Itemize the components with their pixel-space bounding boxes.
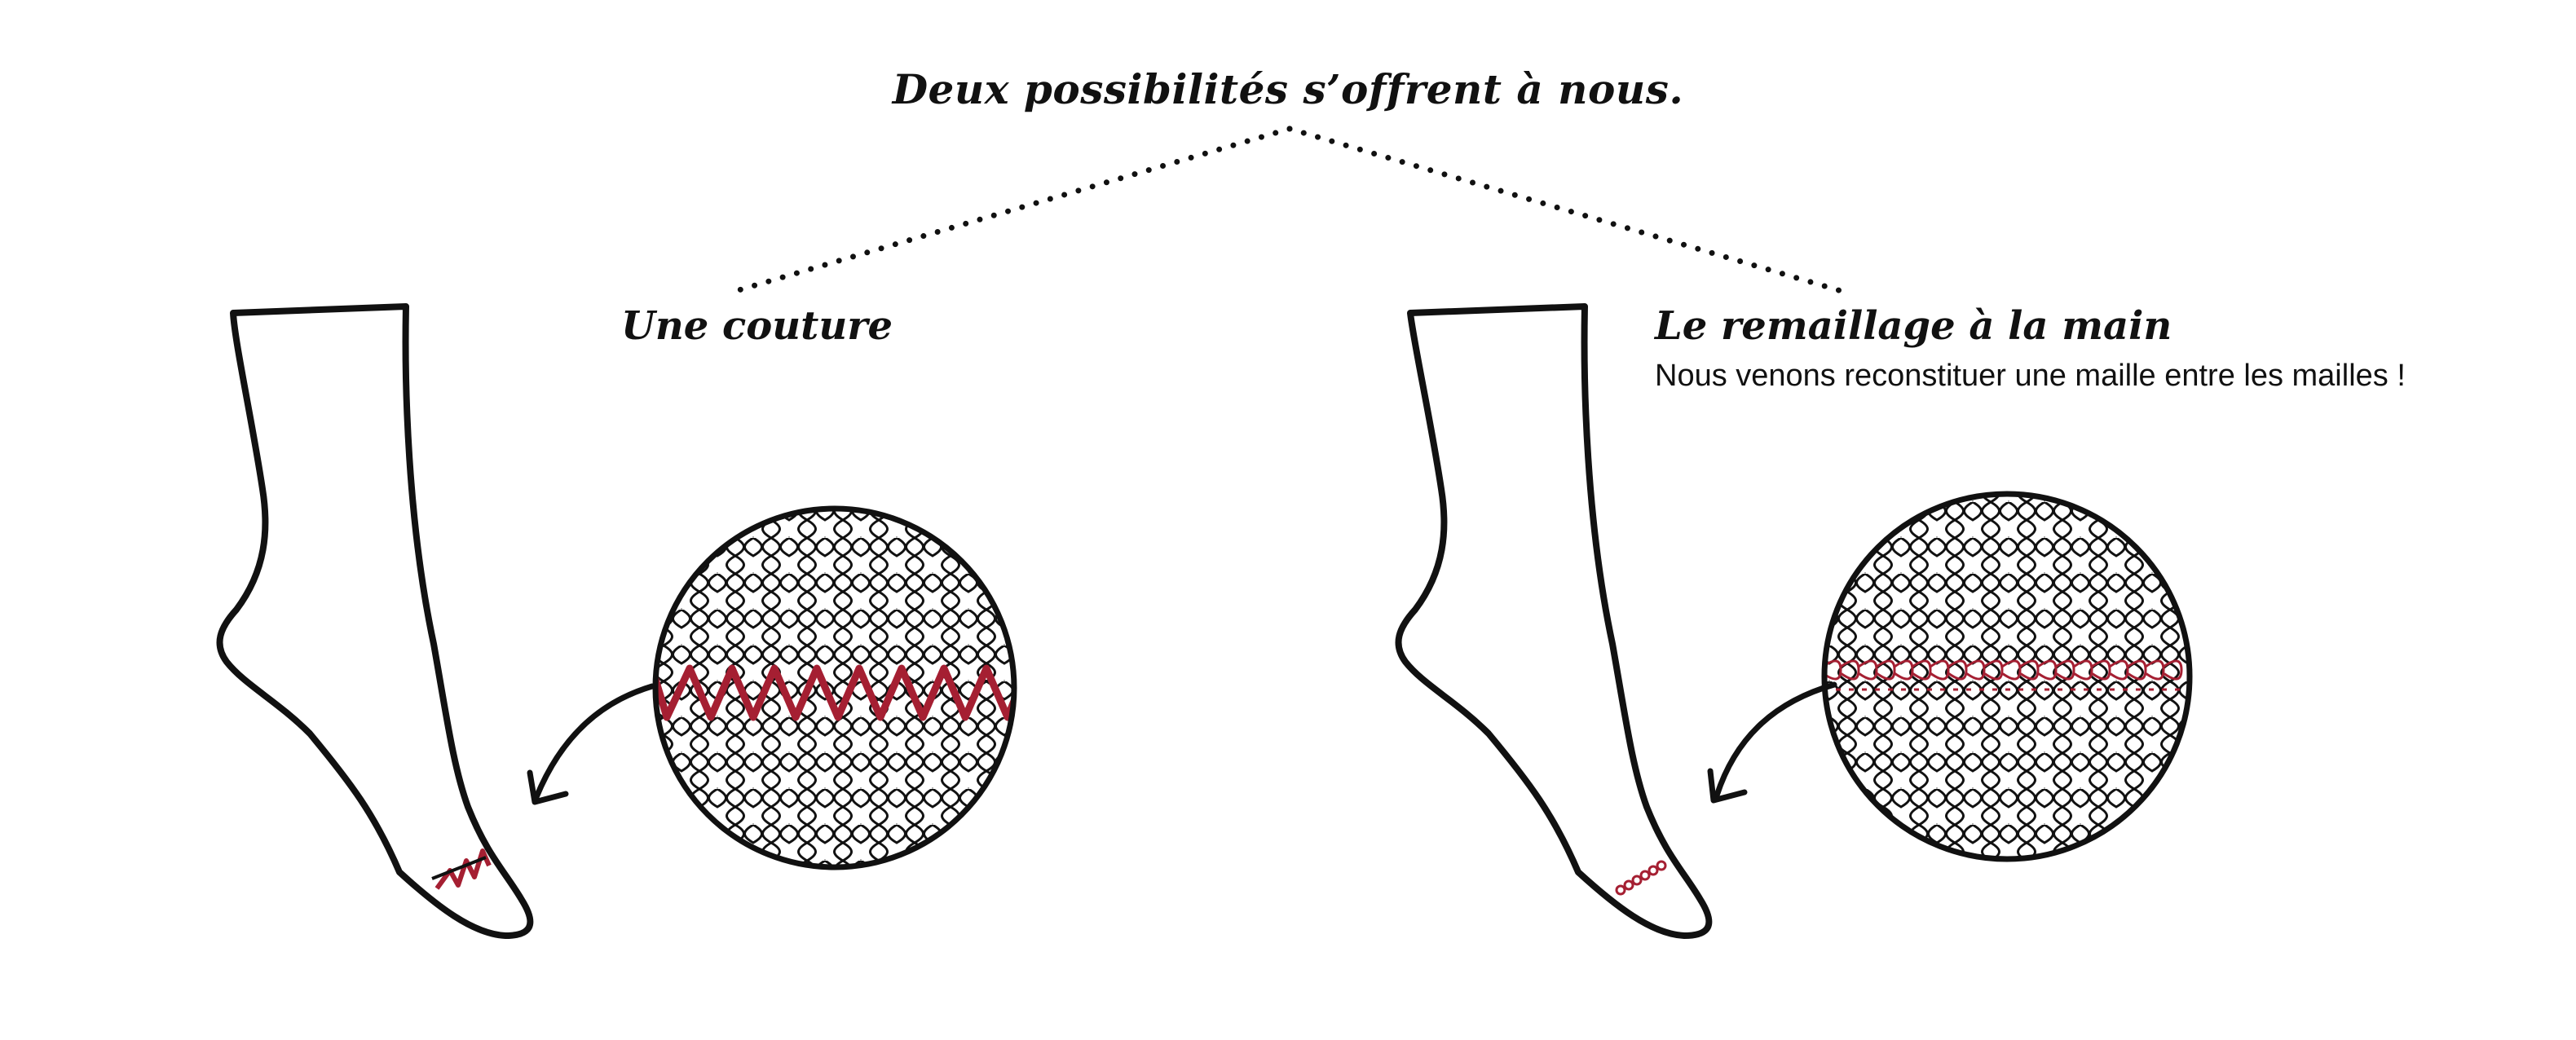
remaillage-row bbox=[1824, 659, 2183, 681]
option-label-remaillage: Le remaillage à la main bbox=[1655, 303, 2172, 349]
arrow-right bbox=[1707, 681, 1837, 804]
option-description-remaillage: Nous venons reconstituer une maille entr… bbox=[1655, 359, 2406, 393]
zoom-circle-seam bbox=[652, 505, 1017, 870]
sock-left-outline bbox=[216, 303, 534, 939]
remaillage-mark bbox=[1615, 860, 1667, 896]
sock-right-outline bbox=[1395, 303, 1713, 939]
option-label-seam: Une couture bbox=[621, 303, 893, 349]
dotted-connector bbox=[735, 126, 1847, 295]
seam-zigzag bbox=[655, 664, 1014, 721]
zoom-circle-remaillage bbox=[1821, 491, 2193, 862]
seam-stitch-mark bbox=[431, 848, 492, 890]
page-title: Deux possibilités s’offrent à nous. bbox=[892, 65, 1684, 113]
arrow-left bbox=[527, 683, 655, 805]
